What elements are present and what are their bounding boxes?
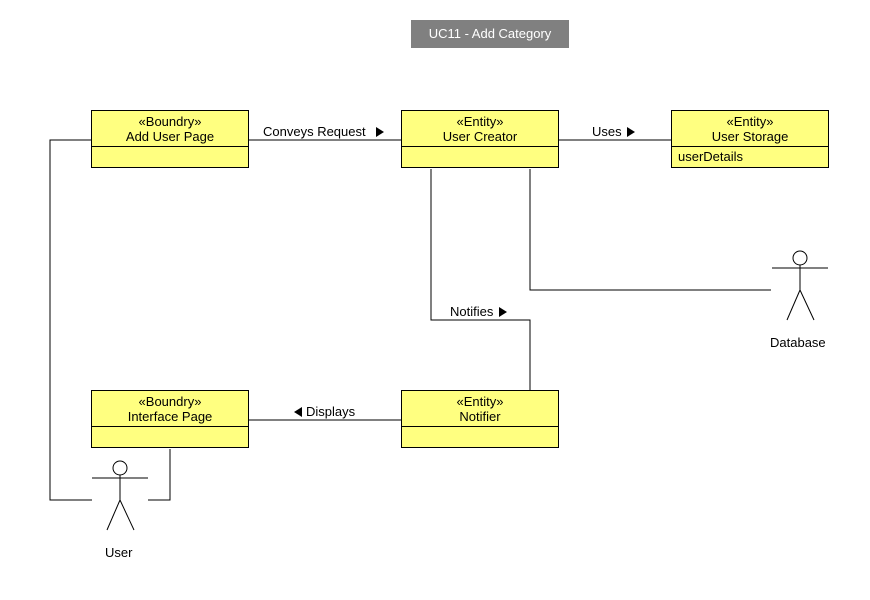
displays-label: Displays	[306, 404, 356, 419]
notifies-arrow-icon	[499, 307, 507, 317]
actor-database-label: Database	[770, 335, 826, 350]
conveys-request-arrow-icon	[376, 127, 384, 137]
class-name: Interface Page	[127, 409, 213, 424]
class-header: «Entity» User Creator	[402, 111, 558, 147]
user-to-add-user-page-line	[49, 139, 92, 501]
class-attribute: userDetails	[678, 149, 744, 164]
class-header: «Entity» Notifier	[402, 391, 558, 427]
class-header: «Boundry» Add User Page	[92, 111, 248, 147]
displays-arrow-icon	[294, 407, 302, 417]
notifies-line	[430, 169, 531, 391]
class-name: User Creator	[442, 129, 518, 144]
class-name: User Storage	[711, 129, 789, 144]
database-actor-figure	[772, 250, 828, 321]
class-stereotype: «Entity»	[456, 114, 504, 129]
uses-arrow-icon	[627, 127, 635, 137]
notifies-label: Notifies	[450, 304, 494, 319]
database-connection-line	[529, 169, 771, 291]
class-stereotype: «Entity»	[726, 114, 774, 129]
class-header: «Entity» User Storage	[672, 111, 828, 147]
class-interface-page[interactable]: «Boundry» Interface Page	[91, 390, 249, 448]
class-attributes: userDetails	[672, 147, 828, 167]
class-stereotype: «Boundry»	[138, 114, 202, 129]
class-name: Add User Page	[125, 129, 215, 144]
class-header: «Boundry» Interface Page	[92, 391, 248, 427]
diagram-title: UC11 - Add Category	[411, 20, 569, 48]
class-add-user-page[interactable]: «Boundry» Add User Page	[91, 110, 249, 168]
actor-user-label: User	[105, 545, 133, 560]
class-user-storage[interactable]: «Entity» User Storage userDetails	[671, 110, 829, 168]
user-to-interface-page-line	[148, 449, 171, 501]
class-stereotype: «Entity»	[456, 394, 504, 409]
class-name: Notifier	[459, 409, 501, 424]
class-stereotype: «Boundry»	[138, 394, 202, 409]
conveys-request-label: Conveys Request	[263, 124, 366, 139]
uses-label: Uses	[592, 124, 622, 139]
class-user-creator[interactable]: «Entity» User Creator	[401, 110, 559, 168]
class-notifier[interactable]: «Entity» Notifier	[401, 390, 559, 448]
user-actor-figure	[92, 460, 148, 531]
